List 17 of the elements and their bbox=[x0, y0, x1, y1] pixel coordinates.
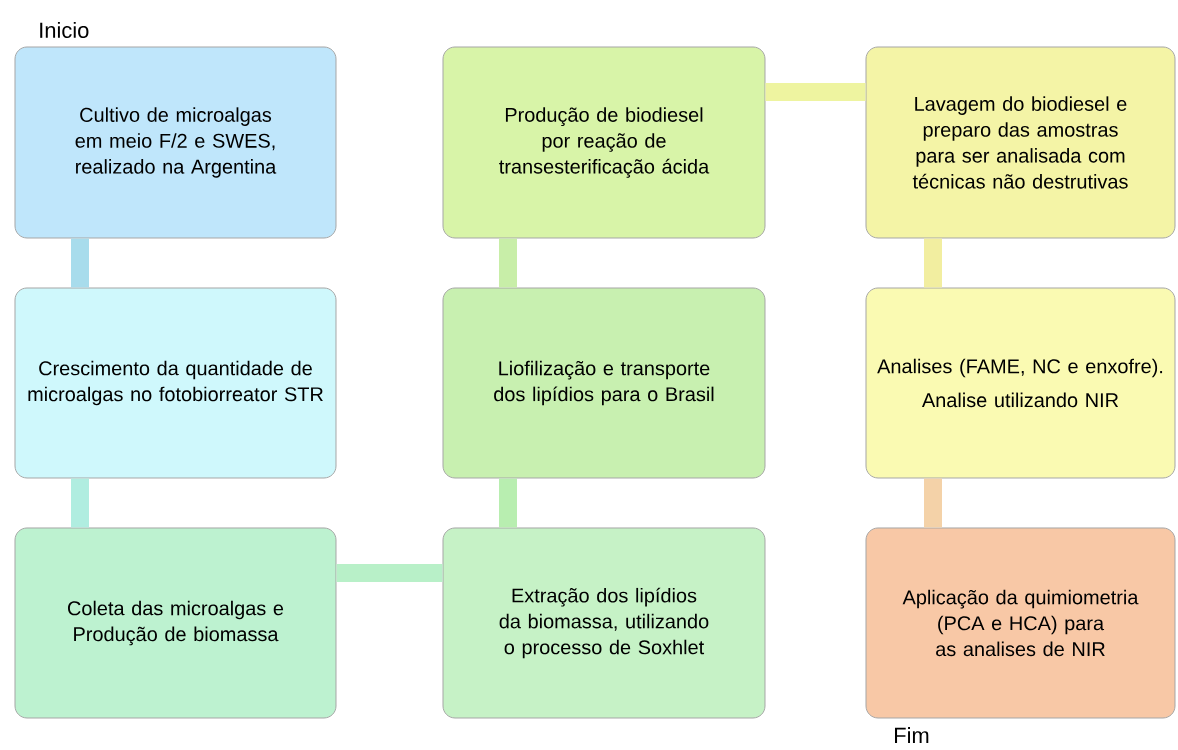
connector-band bbox=[924, 238, 942, 288]
connector-band bbox=[336, 564, 443, 582]
process-box: Produção de biodiesel por reação de transesterificação ácida bbox=[442, 46, 766, 239]
connector-band bbox=[924, 478, 942, 528]
process-box: Coleta das microalgas e Produção de biomassa bbox=[14, 527, 337, 719]
process-box: Extração dos lipídios da biomassa, utilizando o processo de Soxhlet bbox=[442, 527, 766, 719]
connector-band bbox=[499, 478, 517, 528]
process-box: Liofilização e transporte dos lipídios para o Brasil bbox=[442, 287, 766, 479]
process-box: Aplicação da quimiometria (PCA e HCA) para as analises de NIR bbox=[865, 527, 1176, 719]
connector-band bbox=[71, 238, 89, 288]
connector-band bbox=[71, 478, 89, 528]
process-box: Analises (FAME, NC e enxofre). Analise utilizando NIR bbox=[865, 287, 1176, 479]
process-box: Crescimento da quantidade de microalgas no fotobiorreator STR bbox=[14, 287, 337, 479]
connector-band bbox=[765, 83, 866, 101]
process-box: Lavagem do biodiesel e preparo das amostras para ser analisada com técnicas não destrutivas bbox=[865, 46, 1176, 239]
process-box: Cultivo de microalgas em meio F/2 e SWES, realizado na Argentina bbox=[14, 46, 337, 239]
connector-band bbox=[499, 238, 517, 288]
